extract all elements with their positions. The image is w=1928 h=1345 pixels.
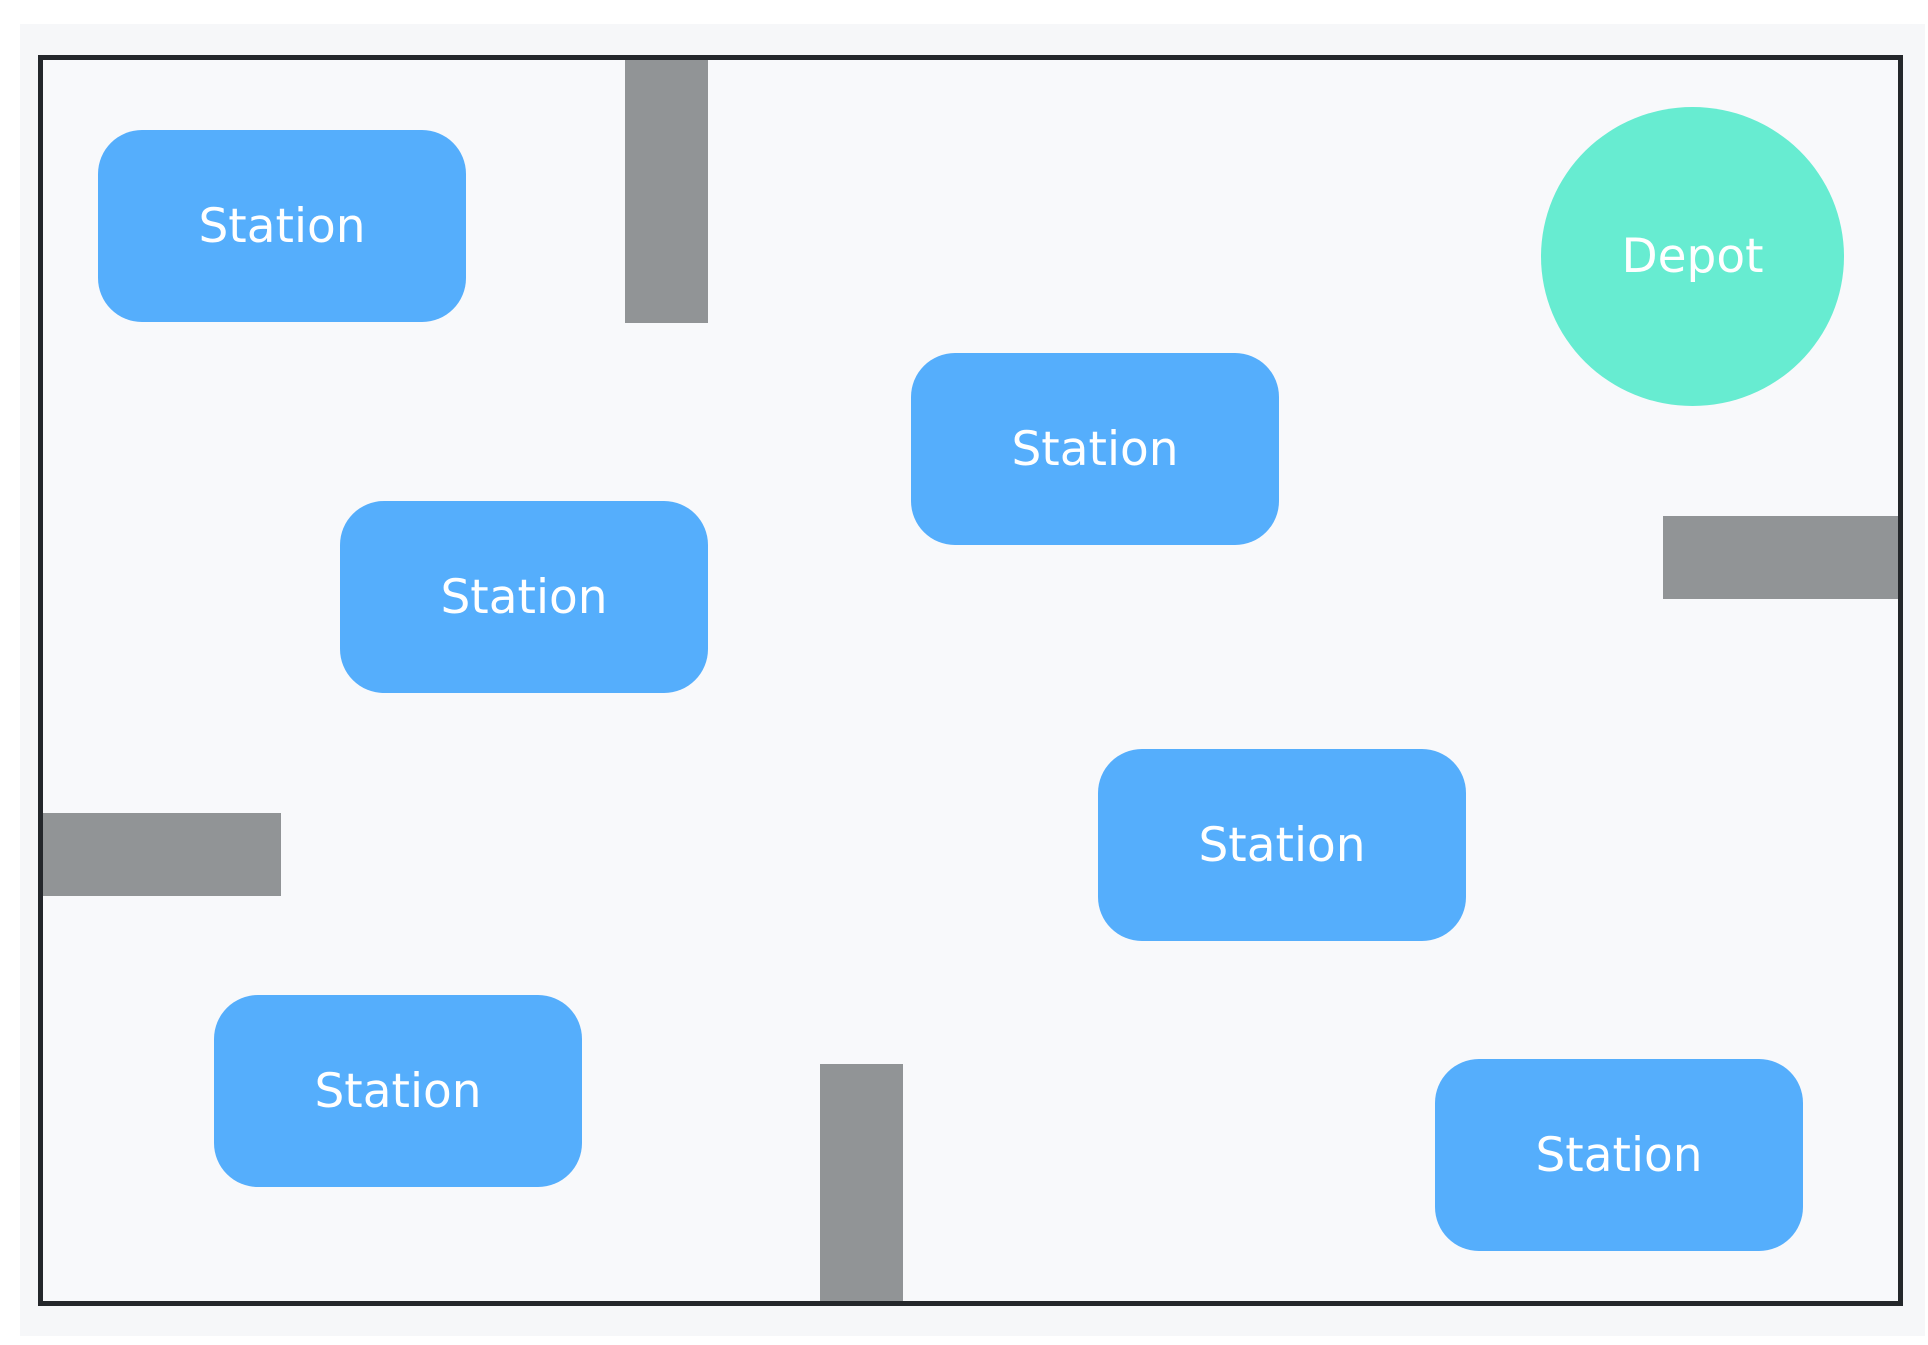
wall-bottom-vertical	[820, 1064, 903, 1301]
station-label: Station	[1535, 1127, 1703, 1183]
station-label: Station	[314, 1063, 482, 1119]
station-label: Station	[1198, 817, 1366, 873]
station-center-right[interactable]: Station	[1098, 749, 1466, 941]
station-label: Station	[1011, 421, 1179, 477]
station-label: Station	[440, 569, 608, 625]
station-label: Station	[198, 198, 366, 254]
warehouse-map: Station Station Station Station Station …	[38, 55, 1903, 1306]
station-bottom-left[interactable]: Station	[214, 995, 582, 1187]
station-bottom-right[interactable]: Station	[1435, 1059, 1803, 1251]
station-center-top[interactable]: Station	[911, 353, 1279, 545]
wall-top-vertical	[625, 60, 708, 323]
depot[interactable]: Depot	[1541, 107, 1844, 406]
depot-label: Depot	[1621, 229, 1764, 284]
station-top-left[interactable]: Station	[98, 130, 466, 322]
wall-right-horizontal	[1663, 516, 1898, 599]
wall-left-horizontal	[43, 813, 281, 896]
station-center-left[interactable]: Station	[340, 501, 708, 693]
